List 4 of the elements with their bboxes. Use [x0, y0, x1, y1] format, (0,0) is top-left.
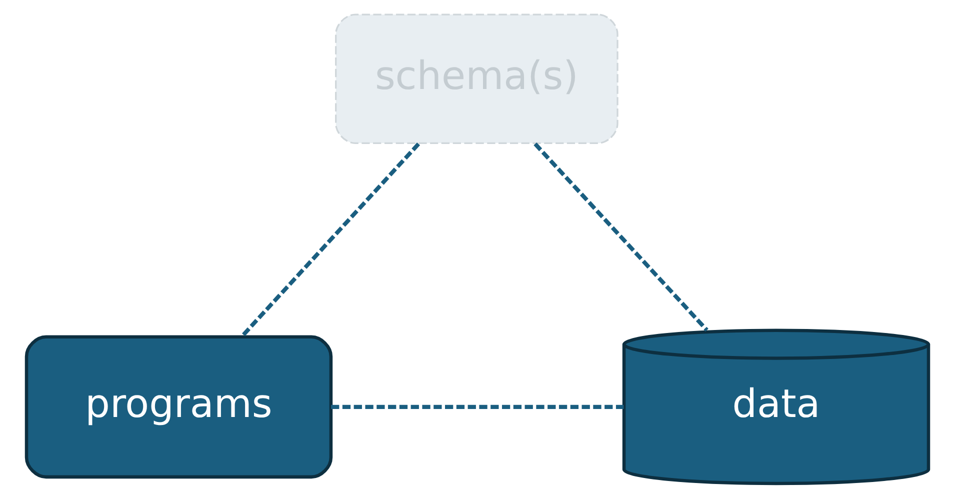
node-box: programs — [24, 335, 332, 479]
connector — [330, 404, 624, 409]
connector — [533, 142, 708, 332]
connector — [240, 142, 420, 338]
